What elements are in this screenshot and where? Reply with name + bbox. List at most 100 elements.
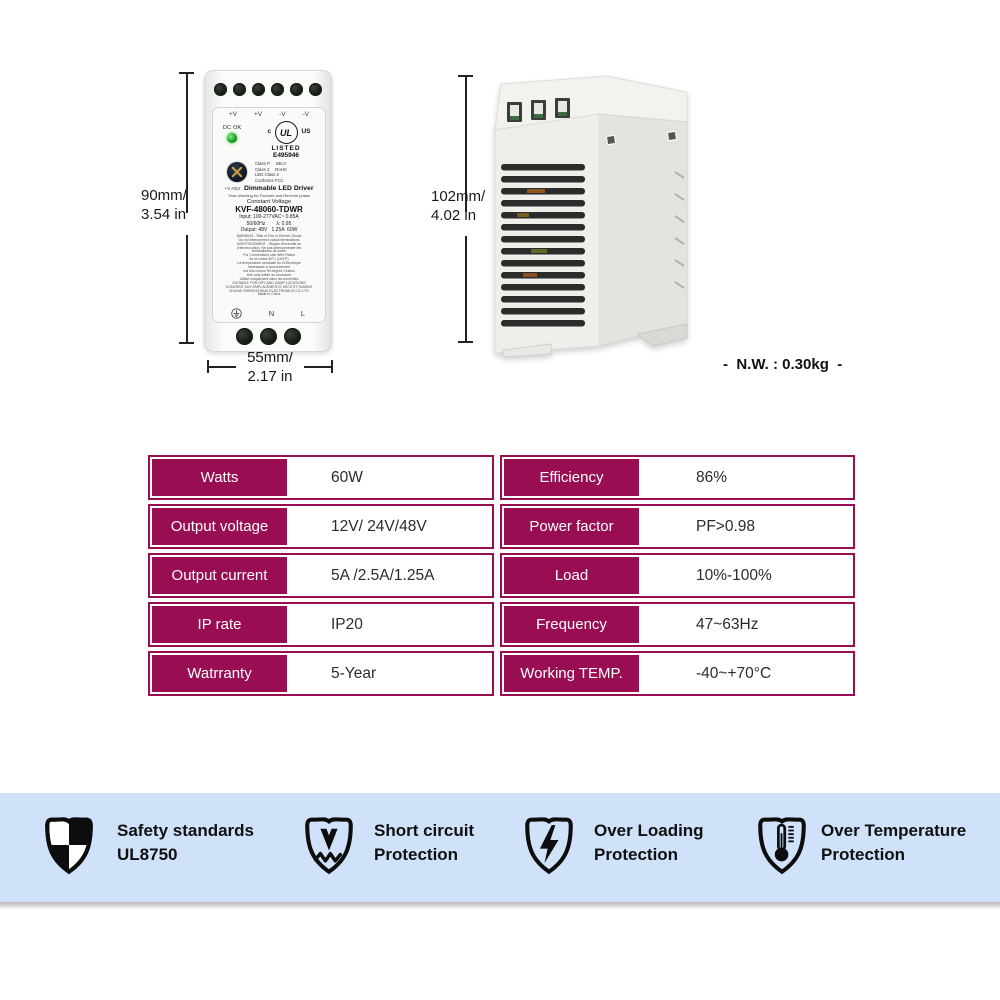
dc-ok-indicator: DC OK (223, 121, 241, 159)
dim-tick (179, 342, 194, 344)
height-dim-line (186, 235, 188, 343)
ul-logo-icon: UL (274, 121, 298, 144)
spec-table-left: Watts 60W Output voltage 12V/ 24V/48V Ou… (148, 455, 494, 700)
screw-icon (252, 83, 265, 96)
net-weight-text: - N.W. : 0.30kg - (723, 356, 843, 373)
spec-value: PF>0.98 (696, 517, 756, 535)
product-title: Dimmable LED Driver (243, 185, 314, 193)
dim-tick (458, 75, 473, 77)
spec-value: 47~63Hz (696, 615, 759, 633)
led-driver-front-view: +V +V -V -V DC OK c UL US LISTED E4 (204, 70, 332, 352)
checkered-shield-icon (40, 813, 98, 877)
ul-mark: c UL US LISTED E495946 (257, 121, 315, 159)
spec-value: -40~+70°C (696, 664, 772, 682)
spec-value: IP20 (331, 615, 363, 633)
screw-icon (283, 328, 301, 345)
adj-label: +V ADJ (224, 186, 240, 192)
table-row: Watrranty 5-Year (148, 651, 494, 696)
height-dim-line (186, 73, 188, 213)
over-temperature-shield-icon (753, 813, 811, 877)
spec-table-right: Efficiency 86% Power factor PF>0.98 Load… (500, 455, 855, 700)
width-dim-line (304, 366, 332, 368)
vent-slats-icon (501, 164, 585, 327)
spec-value: 60W (331, 468, 363, 486)
screw-icon (290, 83, 303, 96)
overload-shield-icon (520, 813, 578, 877)
case-screw-icon (605, 130, 678, 146)
banner-shadow (0, 902, 1000, 910)
screw-icon (214, 83, 227, 96)
dim-tick (207, 360, 209, 373)
table-row: Watts 60W (148, 455, 494, 500)
spec-value: 5-Year (331, 664, 377, 682)
terminal-label: +V (229, 111, 238, 118)
screw-icon (233, 83, 246, 96)
product-subtitle: Triac dimming for Forward and Reverse ph… (227, 193, 311, 199)
dim-tick (331, 360, 333, 373)
dim-tick (458, 341, 473, 343)
spec-label: Power factor (502, 506, 641, 547)
spec-label: Watrranty (150, 653, 289, 694)
screw-icon (235, 328, 253, 345)
table-row: Frequency 47~63Hz (500, 602, 855, 647)
dc-ok-led-icon (227, 133, 238, 143)
product-label: +V +V -V -V DC OK c UL US LISTED E4 (212, 107, 326, 323)
ul-listed-label: LISTED (271, 145, 301, 152)
ul-file-number: E495946 (272, 152, 300, 159)
table-row: IP rate IP20 (148, 602, 494, 647)
warning-text: WARNING - Risk of Fire or Electric Shock… (225, 233, 313, 297)
front-height-dimension: 90mm/ 3.54 in (141, 187, 187, 223)
width-dim-line (208, 366, 236, 368)
dim-tick (179, 72, 194, 74)
screw-icon (271, 83, 284, 96)
feature-label: Over Temperature Protection (821, 821, 967, 865)
terminal-label: -V (302, 111, 310, 118)
spec-label: Efficiency (502, 457, 641, 498)
screw-icon (309, 83, 322, 96)
height-dim-line (465, 76, 467, 212)
terminal-label: +V (254, 111, 263, 118)
ul-us-label: US (301, 128, 311, 135)
side-vent-lines-icon (674, 171, 685, 289)
top-terminal-slots (507, 98, 570, 122)
table-row: Efficiency 86% (500, 455, 855, 500)
neutral-label: N (268, 309, 275, 318)
bottom-terminal-screws (205, 328, 331, 345)
spec-label: Working TEMP. (502, 653, 641, 694)
top-terminal-screws (205, 83, 331, 96)
spec-label: Output voltage (150, 506, 289, 547)
feature-label: Short circuit Protection (374, 821, 475, 865)
spec-label: Frequency (502, 604, 641, 645)
table-row: Output current 5A /2.5A/1.25A (148, 553, 494, 598)
spec-label: Output current (150, 555, 289, 596)
spec-label: IP rate (150, 604, 289, 645)
side-height-dimension: 102mm/ 4.02 in (431, 188, 486, 224)
table-row: Output voltage 12V/ 24V/48V (148, 504, 494, 549)
front-width-dimension: 55mm/ 2.17 in (247, 349, 293, 385)
spec-value: 86% (696, 468, 728, 486)
bottom-terminal-labels: N L (217, 307, 321, 319)
product-type: Constant Voltage (246, 199, 292, 206)
feature-label: Over Loading Protection (594, 821, 704, 865)
terminal-labels: +V +V -V -V (217, 111, 321, 118)
screw-icon (259, 328, 277, 345)
ground-icon (231, 308, 242, 319)
ul-c-label: c (267, 128, 272, 135)
spec-value: 10%-100% (696, 566, 772, 584)
short-circuit-shield-icon (300, 813, 358, 877)
dc-ok-label: DC OK (223, 125, 242, 131)
table-row: Load 10%-100% (500, 553, 855, 598)
table-row: Working TEMP. -40~+70°C (500, 651, 855, 696)
led-driver-side-view (494, 75, 688, 357)
spec-label: Load (502, 555, 641, 596)
line-label: L (300, 309, 305, 318)
feature-label: Safety standards UL8750 (117, 821, 254, 865)
certification-lines: Class P SELV Class 2 RoHS LED Class 2 Co… (255, 161, 287, 183)
spec-value: 12V/ 24V/48V (331, 517, 427, 535)
spec-label: Watts (150, 457, 289, 498)
potentiometer-icon (227, 162, 247, 183)
spec-value: 5A /2.5A/1.25A (331, 566, 435, 584)
terminal-label: -V (279, 111, 286, 118)
table-row: Power factor PF>0.98 (500, 504, 855, 549)
